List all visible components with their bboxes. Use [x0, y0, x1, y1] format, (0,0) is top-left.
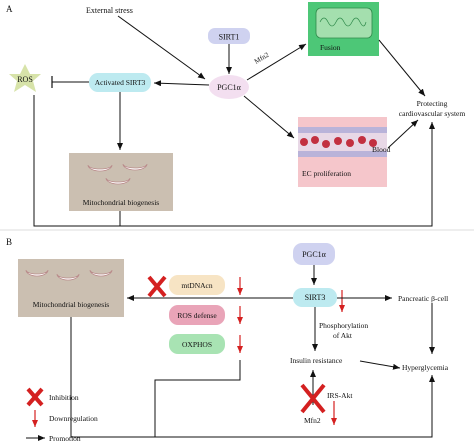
blood-cell [300, 138, 308, 146]
sirt1-label: SIRT1 [219, 33, 240, 42]
blood-cell [346, 139, 354, 147]
mfn2-label-b: Mfn2 [304, 416, 321, 425]
ros-defense-box [169, 305, 225, 325]
fusion-mitochondrion-icon [315, 7, 373, 39]
mitochondrion-icon [56, 273, 80, 281]
mfn2-label-a: Mfn2 [253, 51, 271, 66]
mitochondrion-icon [89, 269, 113, 277]
oxphos-label: OXPHOS [182, 340, 212, 349]
external-stress-label: External stress [86, 6, 133, 15]
mtdnacn-box [169, 275, 225, 295]
mitochondrion-icon [105, 177, 131, 185]
blood-cell [311, 136, 319, 144]
mito-biogenesis-box-b [18, 259, 124, 317]
sirt3-box-b [293, 288, 337, 307]
protecting-line2: cardiovascular system [399, 109, 466, 118]
pgc1a-ellipse [209, 75, 249, 99]
sirt1-box [208, 28, 250, 44]
blood-label: Blood [372, 145, 391, 154]
oxphos-box [169, 334, 225, 354]
fusion-cristae-icon [319, 17, 367, 27]
legend-inhibition-icon [26, 387, 44, 407]
hyperglycemia-label: Hyperglycemia [402, 363, 449, 372]
legend-promotion-label: Promotion [49, 434, 81, 443]
mito-biogenesis-label-b: Mitochondrial biogenesis [33, 300, 110, 309]
ros-star [9, 64, 41, 92]
irs-akt-label: IRS-Akt [327, 391, 353, 400]
insulin-resistance-label: Insulin resistance [290, 356, 343, 365]
activated-sirt3-label: Activated SIRT3 [95, 78, 146, 87]
arrow-pgc1a-ec [243, 95, 295, 139]
mitochondrion-icon [87, 164, 113, 172]
arrow-fusion-protecting [378, 39, 426, 97]
blood-cell [358, 136, 366, 144]
arrow-mito-to-hyperglycemia [70, 317, 435, 438]
phospho-line1: Phosphorylation [319, 321, 368, 330]
blood-cell [334, 137, 342, 145]
blood-cell [322, 140, 330, 148]
protecting-line1: Protecting [417, 99, 448, 108]
sirt3-label-b: SIRT3 [305, 293, 326, 302]
arrow-ec-protecting [387, 119, 419, 149]
pancreatic-label: Pancreatic β-cell [398, 294, 448, 303]
feedback-line-ros [33, 95, 121, 227]
arrow-stress-pgc1a [117, 15, 206, 80]
arrow-pgc1a-fusion [246, 43, 307, 81]
mitochondrion-icon [25, 269, 49, 277]
ros-defense-label: ROS defense [177, 311, 217, 320]
arrow-insulin-hyperglycemia [359, 360, 401, 370]
ros-label: ROS [17, 75, 33, 84]
inhibition-x-irs-akt [300, 383, 326, 414]
inhibition-x-mtdnacn [147, 275, 167, 298]
panel-a-label: A [6, 4, 13, 14]
phospho-line2: of Akt [333, 331, 353, 340]
pgc1a-label: PGC1α [217, 83, 242, 92]
mitochondrion-icon [122, 163, 148, 171]
pgc1a-label-b: PGC1α [302, 250, 327, 259]
panel-b-label: B [6, 237, 12, 247]
activated-sirt3-box [89, 73, 151, 92]
pgc1a-box-b [293, 243, 335, 265]
mito-biogenesis-label-a: Mitochondrial biogenesis [83, 198, 160, 207]
mtdnacn-label: mtDNAcn [181, 281, 212, 290]
line-oxphos-to-bottom [154, 360, 241, 437]
legend-inhibition-label: Inhibition [49, 393, 79, 402]
arrow-pgc1a-sirt3 [153, 80, 210, 87]
blood-cell [369, 139, 377, 147]
ec-proliferation-label: EC proliferation [302, 169, 351, 178]
legend-downregulation-label: Downregulation [49, 414, 98, 423]
arrow-to-protecting [120, 122, 435, 227]
fusion-label: Fusion [320, 43, 341, 52]
